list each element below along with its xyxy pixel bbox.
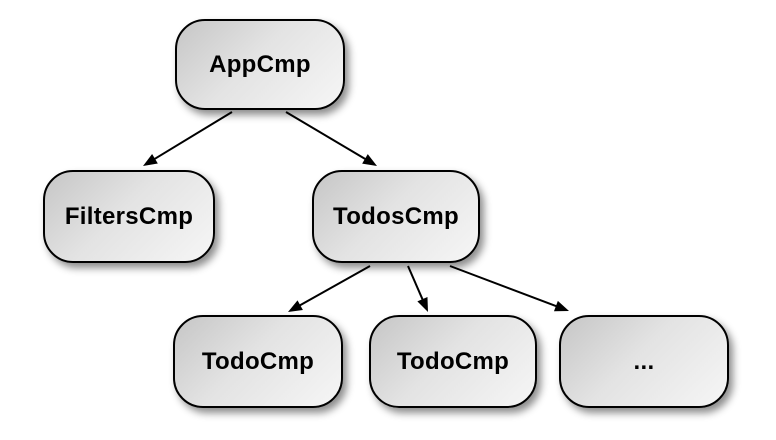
node-todocmp-2: TodoCmp: [369, 315, 537, 408]
edge-line: [151, 111, 233, 162]
node-todocmp-1: TodoCmp: [173, 315, 343, 408]
node-label: TodoCmp: [396, 347, 510, 375]
node-todoscmp: TodosCmp: [312, 170, 480, 263]
edge-arrowhead-icon: [143, 154, 158, 166]
edge-line: [449, 265, 561, 309]
node-label: TodosCmp: [333, 202, 459, 230]
node-appcmp: AppCmp: [175, 19, 345, 110]
node-filterscmp: FiltersCmp: [43, 170, 215, 263]
edge-line: [296, 265, 371, 308]
edge-arrowhead-icon: [288, 300, 303, 312]
edge-line: [285, 111, 369, 162]
node-label: AppCmp: [209, 50, 311, 78]
edge-arrowhead-icon: [417, 296, 428, 312]
edge-line: [407, 265, 425, 304]
edge-arrowhead-icon: [362, 154, 377, 166]
node-label: FiltersCmp: [64, 202, 194, 230]
node-ellipsis: ...: [559, 315, 729, 408]
node-label: TodoCmp: [201, 347, 315, 375]
node-label: ...: [633, 347, 655, 375]
edge-arrowhead-icon: [553, 300, 569, 312]
